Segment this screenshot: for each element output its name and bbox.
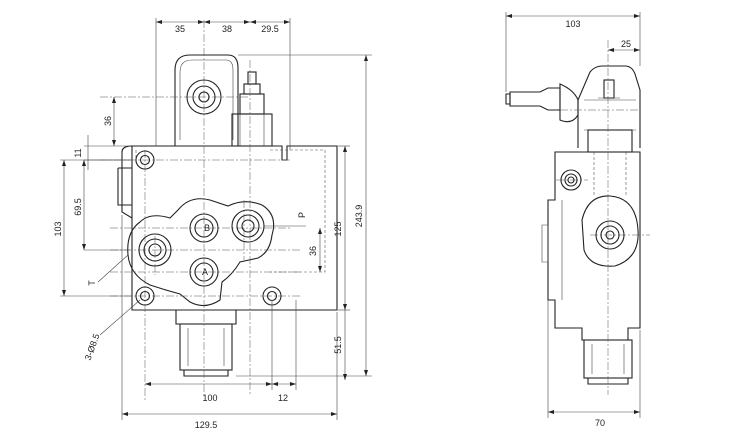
port-t	[138, 233, 172, 267]
dim-243-9: 243.9	[354, 205, 364, 228]
side-dimension-labels: 103 25 70	[565, 19, 631, 428]
port-p-label: P	[297, 212, 307, 218]
dim-69-5: 69.5	[73, 198, 83, 216]
side-view: 103 25 70	[505, 12, 650, 428]
side-dim-103: 103	[565, 19, 580, 29]
valve-body-outline	[117, 54, 338, 377]
ports: B A	[135, 79, 282, 306]
hole-spec: 3-Ø8.5	[83, 332, 102, 361]
side-main-port	[595, 220, 625, 250]
port-a-label: A	[202, 267, 208, 277]
dim-103: 103	[53, 221, 63, 236]
side-dim-25: 25	[621, 39, 631, 49]
dim-129-5: 129.5	[195, 420, 218, 430]
dim-29-5: 29.5	[261, 24, 279, 34]
side-ports	[560, 169, 625, 250]
dim-11: 11	[73, 148, 83, 157]
port-b-label: B	[204, 223, 210, 233]
front-view: B A	[53, 18, 372, 430]
center-lines	[100, 20, 300, 400]
front-dimension-labels: 35 38 29.5 36 11 69.5 103 36 125 243.9 5…	[53, 24, 364, 430]
dim-36-right: 36	[308, 246, 318, 256]
port-a: A	[189, 257, 219, 287]
front-dimension-lines	[60, 18, 372, 420]
port-p	[231, 209, 265, 243]
dim-100: 100	[202, 393, 217, 403]
side-dim-70: 70	[595, 418, 605, 428]
side-dimension-lines	[505, 12, 641, 418]
dim-125: 125	[333, 221, 343, 236]
dim-51-5: 51.5	[333, 336, 343, 354]
port-b: B	[189, 213, 219, 243]
dim-35: 35	[175, 24, 185, 34]
side-top-port	[560, 169, 582, 191]
top-port	[186, 79, 222, 115]
port-t-label: T	[87, 280, 97, 286]
dim-12: 12	[278, 393, 288, 403]
dim-36-top: 36	[103, 116, 113, 126]
dim-38: 38	[222, 24, 232, 34]
